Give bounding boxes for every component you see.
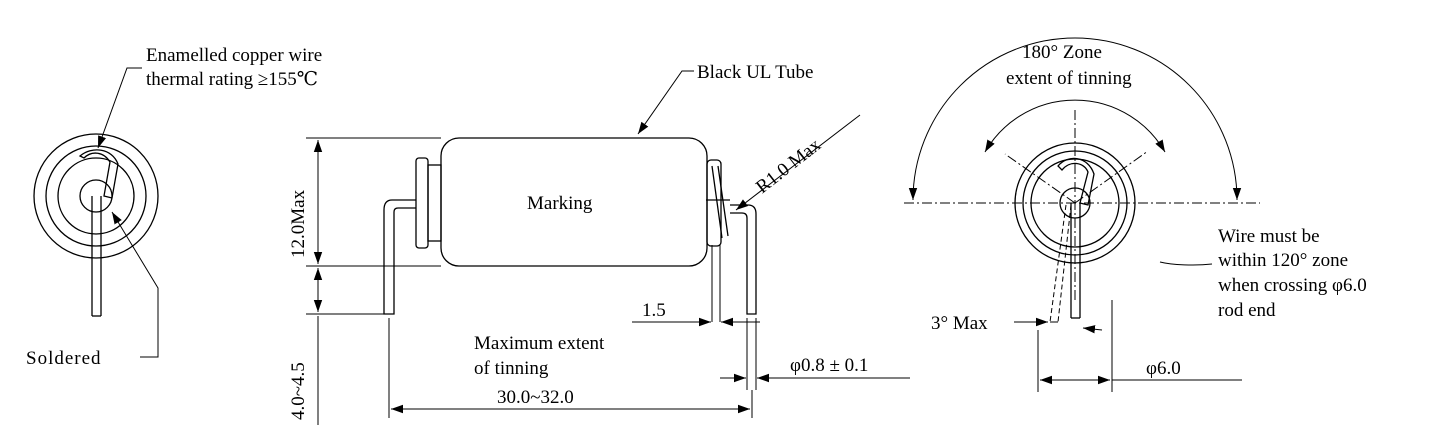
side-view: Black UL Tube Marking R1.0 Max 12.0Max 4… <box>288 62 910 425</box>
right-lead <box>730 204 757 315</box>
tube-leader <box>637 70 694 135</box>
middle-coil-ring <box>45 145 147 247</box>
left-lead <box>383 199 416 315</box>
angle-label: 3° Max <box>931 313 988 334</box>
zone-180-arc <box>908 37 1242 201</box>
wire-note-line2: thermal rating ≥155℃ <box>146 69 318 90</box>
radius-label: R1.0 Max <box>752 134 825 198</box>
rod-end <box>79 179 113 213</box>
tinning-line2: of tinning <box>474 358 549 379</box>
wire-dia-dim: φ0.8 ± 0.1 <box>790 355 868 376</box>
wire-note-leader <box>97 67 142 149</box>
lead-dim: 4.0~4.5 <box>288 362 309 420</box>
marking-label: Marking <box>527 193 593 214</box>
rod-dim: φ6.0 <box>1146 358 1181 379</box>
wire-loop <box>78 149 119 199</box>
zone-line1: 180° Zone <box>1022 42 1102 63</box>
inner-coil-ring <box>57 157 135 235</box>
height-dim: 12.0Max <box>288 189 309 258</box>
zone-line2: extent of tinning <box>1006 68 1132 89</box>
zone-120-arc <box>984 99 1166 153</box>
wire-note-line1: Enamelled copper wire <box>146 45 322 66</box>
radius-leader <box>735 114 861 211</box>
outer-coil-ring <box>33 133 159 259</box>
wire-rule-line3: when crossing φ6.0 <box>1218 275 1367 296</box>
tube-label: Black UL Tube <box>697 62 813 83</box>
soldered-label: Soldered <box>26 348 102 369</box>
wire-rule-line1: Wire must be <box>1218 226 1320 247</box>
soldered-leader <box>111 211 159 358</box>
wire-rule-line2: within 120° zone <box>1218 250 1348 271</box>
tinning-line1: Maximum extent <box>474 333 605 354</box>
gap-dim: 1.5 <box>642 300 666 321</box>
right-end-view: 3° Max φ6.0 180° Zone extent of tinning … <box>904 37 1367 392</box>
left-end-view: Enamelled copper wire thermal rating ≥15… <box>26 45 322 369</box>
wire-rule-line4: rod end <box>1218 300 1276 321</box>
length-dim: 30.0~32.0 <box>497 387 574 408</box>
